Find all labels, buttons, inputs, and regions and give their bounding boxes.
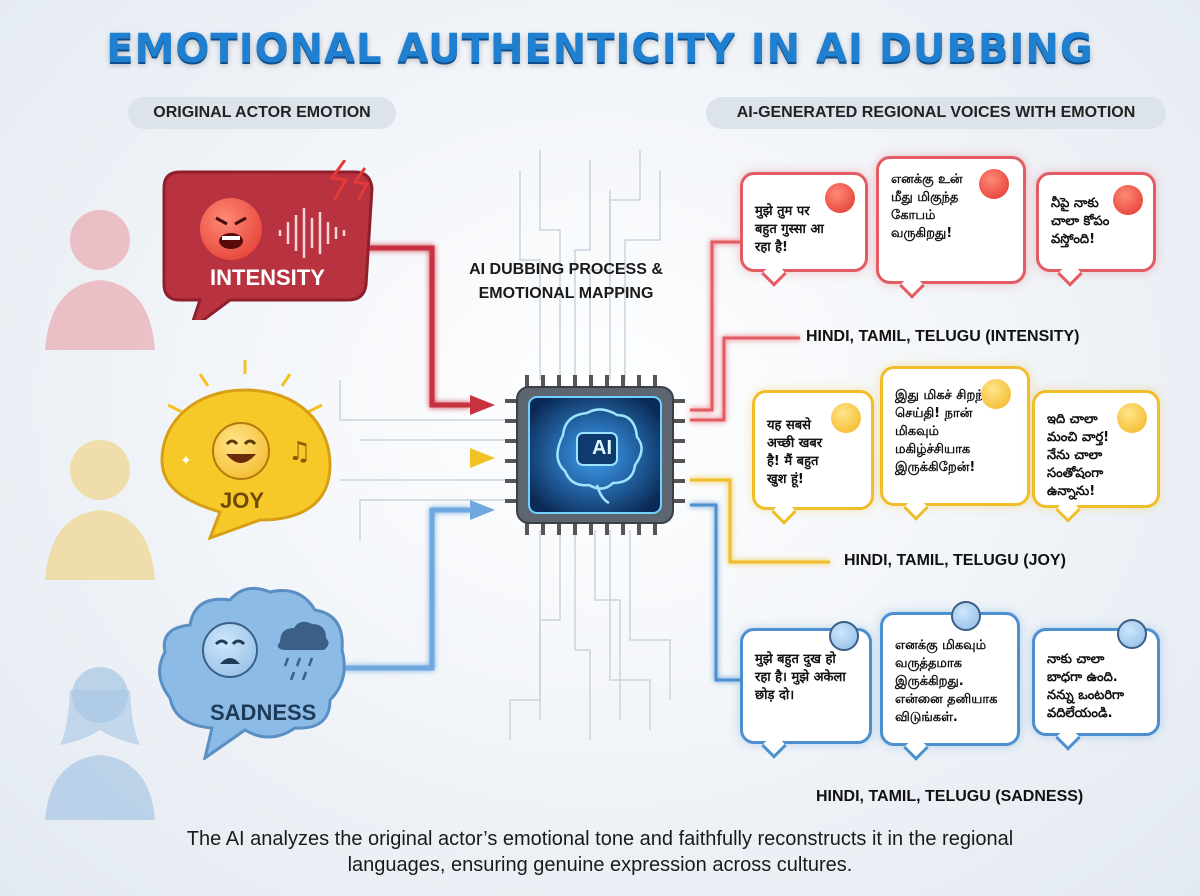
bubble-text: నీపై నాకు చాలా కోపం వస్తోంది! (1051, 196, 1110, 247)
sadness-emotion-bubble: SADNESS (150, 580, 350, 760)
center-process-label: AI DUBBING PROCESS & EMOTIONAL MAPPING (469, 261, 663, 302)
joy-emotion-bubble: ✦ ♫ JOY (150, 360, 340, 540)
joy-bubble-hindi: यह सबसे अच्छी खबर है! मैं बहुत खुश हूं! (752, 390, 874, 525)
bubble-text: నాకు చాలా బాధగా ఉంది. నన్ను ఒంటరిగా వదిల… (1047, 652, 1125, 721)
angry-face-icon (825, 183, 855, 213)
bubble-text: எனக்கு உன் மீது மிகுந்த கோபம் வருகிறது! (891, 172, 963, 241)
angry-face-icon (1113, 185, 1143, 215)
intensity-group-label: HINDI, TAMIL, TELUGU (INTENSITY) (806, 328, 1080, 345)
crying-face-icon (829, 621, 859, 651)
footer-caption: The AI analyzes the original actor’s emo… (186, 828, 1014, 876)
intensity-bubble-hindi: मुझे तुम पर बहुत गुस्सा आ रहा है! (740, 172, 868, 287)
joy-bubble-tamil: இது மிகச் சிறந்த செய்தி! நான் மிகவும் மக… (880, 366, 1030, 521)
sadness-bubble-telugu: నాకు చాలా బాధగా ఉంది. నన్ను ఒంటరిగా వదిల… (1032, 619, 1160, 751)
happy-face-icon (831, 403, 861, 433)
svg-text:✦: ✦ (180, 453, 192, 469)
joy-bubble-telugu: ఇది చాలా మంచి వార్త! నేను చాలా సంతోషంగా … (1032, 390, 1160, 523)
crying-face-icon (202, 622, 258, 678)
bubble-text: यह सबसे अच्छी खबर है! मैं बहुत खुश हूं! (767, 418, 823, 487)
page-title: EMOTIONAL AUTHENTICITY IN AI DUBBING (106, 26, 1094, 72)
intensity-label: INTENSITY (210, 265, 325, 290)
actor-silhouette-intensity (45, 210, 155, 350)
sad-face-icon (951, 601, 981, 631)
bubble-text: ఇది చాలా మంచి వార్త! నేను చాలా సంతోషంగా … (1047, 412, 1110, 499)
actor-silhouette-sadness (45, 667, 155, 820)
bubble-text: இது மிகச் சிறந்த செய்தி! நான் மிகவும் மக… (895, 388, 993, 475)
ai-chip: AI (505, 375, 685, 535)
svg-text:♫: ♫ (288, 437, 311, 467)
right-section-header: AI-GENERATED REGIONAL VOICES WITH EMOTIO… (706, 97, 1166, 129)
intensity-bubble-telugu: నీపై నాకు చాలా కోపం వస్తోంది! (1036, 172, 1156, 287)
angry-face-icon (200, 198, 262, 260)
joy-group-label: HINDI, TAMIL, TELUGU (JOY) (844, 552, 1066, 569)
sadness-bubble-hindi: मुझे बहुत दुख हो रहा है। मुझे अकेला छोड़… (740, 621, 872, 759)
sadness-bubble-tamil: எனக்கு மிகவும் வருத்தமாக இருக்கிறது. என்… (880, 601, 1020, 761)
laughing-face-icon (212, 422, 270, 480)
bubble-text: मुझे तुम पर बहुत गुस्सा आ रहा है! (755, 204, 824, 255)
joy-label: JOY (220, 488, 265, 513)
intensity-bubble-tamil: எனக்கு உன் மீது மிகுந்த கோபம் வருகிறது! (876, 156, 1026, 299)
intensity-connector (360, 245, 470, 408)
left-section-header: ORIGINAL ACTOR EMOTION (128, 97, 396, 129)
happy-face-icon (981, 379, 1011, 409)
angry-face-icon (979, 169, 1009, 199)
actor-silhouette-joy (45, 440, 155, 580)
intensity-emotion-bubble: INTENSITY (150, 160, 380, 320)
sadness-label: SADNESS (210, 700, 317, 725)
bubble-text: मुझे बहुत दुख हो रहा है। मुझे अकेला छोड़… (755, 652, 846, 703)
sadness-connector (345, 507, 470, 671)
happy-face-icon (1117, 403, 1147, 433)
sadness-group-label: HINDI, TAMIL, TELUGU (SADNESS) (816, 788, 1084, 805)
bubble-text: எனக்கு மிகவும் வருத்தமாக இருக்கிறது. என்… (895, 638, 998, 725)
ai-chip-text: AI (592, 437, 612, 459)
angry-face-features (215, 216, 247, 249)
sad-face-icon (1117, 619, 1147, 649)
